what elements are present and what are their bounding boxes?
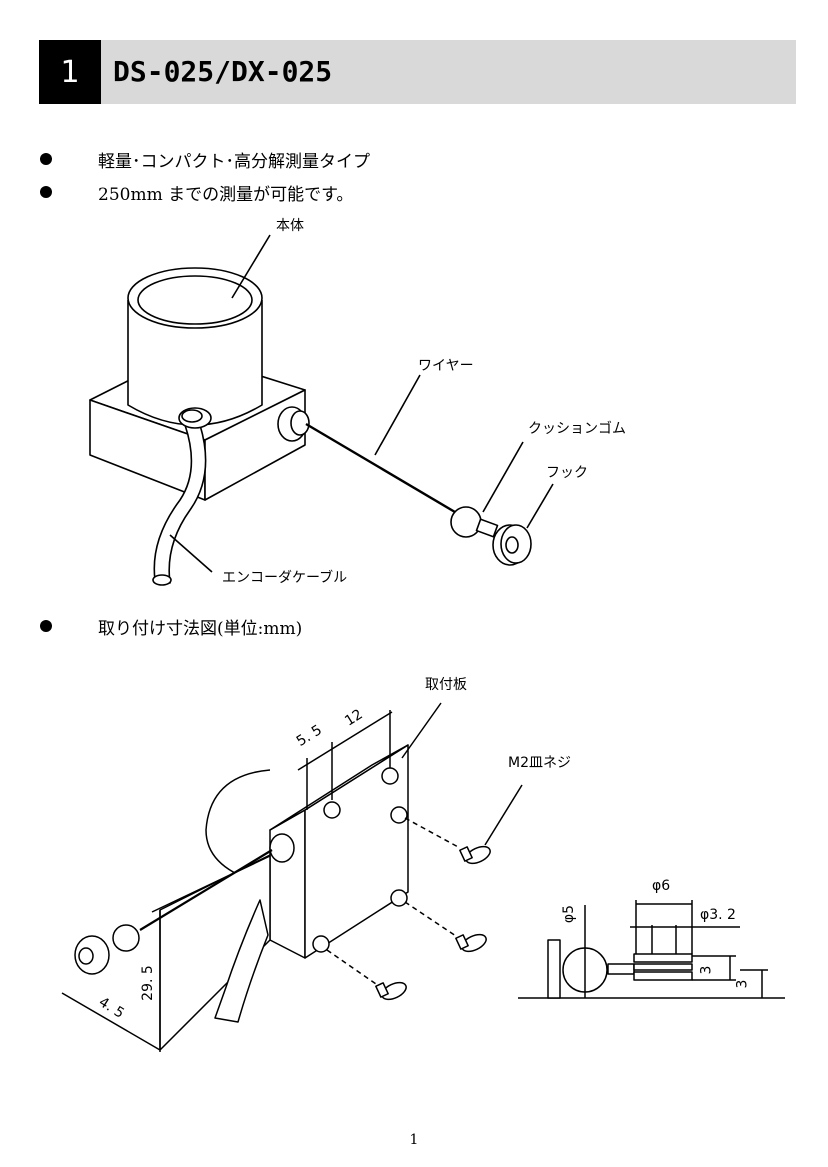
section-title: DS-025/DX-025: [113, 55, 333, 88]
section-number: 1: [39, 40, 101, 104]
bullet-text: 軽量･コンパクト･高分解測量タイプ: [98, 151, 370, 172]
bullet-dot-icon: [40, 153, 52, 165]
bullet-dot-icon: [40, 186, 52, 198]
dimension-3-inner: 3: [698, 965, 715, 975]
dimension-phi6: φ6: [652, 878, 671, 894]
mounting-dimension-drawing: [61, 702, 785, 1052]
label-mounting-plate: 取付板: [425, 677, 467, 693]
label-cushion: クッションゴム: [528, 421, 626, 437]
page-number: 1: [409, 1132, 419, 1148]
bullet-item: 250mm までの測量が可能です。: [40, 180, 354, 205]
label-m2-screw: M2皿ネジ: [508, 755, 571, 771]
bullet-dot-icon: [40, 620, 52, 632]
bullet-item: 軽量･コンパクト･高分解測量タイプ: [40, 147, 370, 172]
product-illustration: [89, 234, 554, 586]
label-hook: フック: [546, 465, 588, 481]
dimension-phi5: φ5: [561, 904, 578, 924]
section-header: 1 DS-025/DX-025: [39, 40, 796, 104]
bullet-item: 取り付け寸法図(単位:mm): [40, 614, 303, 639]
dimension-3-outer: 3: [734, 979, 751, 989]
dimension-phi3-2: φ3. 2: [700, 907, 736, 923]
dimension-29-5: 29. 5: [139, 965, 156, 1001]
label-wire: ワイヤー: [418, 358, 474, 374]
label-cable: エンコーダケーブル: [222, 570, 348, 586]
bullet-text: 250mm までの測量が可能です。: [98, 184, 354, 205]
label-body: 本体: [276, 218, 304, 234]
bullet-text: 取り付け寸法図(単位:mm): [98, 618, 303, 639]
